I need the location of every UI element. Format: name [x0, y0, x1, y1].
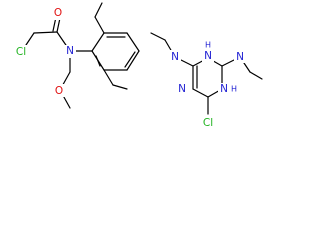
- bond: [33, 31, 58, 34]
- bond: [126, 50, 140, 71]
- bond: [249, 71, 263, 80]
- amide-nitrogen-label: N: [66, 45, 74, 57]
- bond: [192, 88, 209, 98]
- carbonyl-oxygen-label: O: [54, 7, 62, 19]
- bond: [94, 2, 103, 18]
- atrazine-structure: N H N N N N H Cl: [150, 32, 263, 129]
- ring-nitrogen-top-label: N: [204, 50, 212, 62]
- bond: [91, 32, 105, 52]
- ether-oxygen-label: O: [55, 85, 63, 97]
- bond: [103, 69, 114, 86]
- left-amino-nitrogen-label: N: [171, 51, 179, 63]
- right-amino-nitrogen-label: N: [236, 51, 244, 63]
- chemical-structures-canvas: Cl O N O N H N N N: [11, 2, 263, 129]
- bond: [112, 84, 128, 90]
- chlorine-atom-label: Cl: [16, 46, 26, 58]
- bond: [124, 51, 136, 68]
- ring-nitrogen-right-label: N: [220, 83, 228, 95]
- ring-hydrogen-right-label: H: [231, 85, 237, 94]
- ring-nitrogen-left-label: N: [178, 83, 186, 95]
- alachlor-structure: Cl O N O: [11, 2, 140, 109]
- bond: [94, 16, 105, 34]
- chlorine-atom-label: Cl: [203, 117, 213, 129]
- bond: [95, 55, 101, 67]
- bond: [150, 32, 166, 41]
- ring-hydrogen-top-label: H: [205, 41, 211, 50]
- bond: [56, 17, 61, 33]
- bond: [126, 32, 140, 52]
